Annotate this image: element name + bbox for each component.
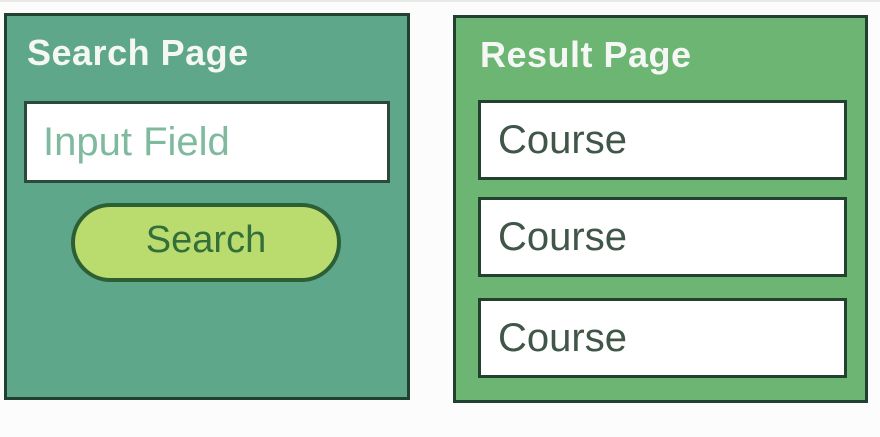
search-page-title: Search Page <box>27 32 249 73</box>
course-result-item[interactable]: Course <box>478 197 847 277</box>
course-result-item[interactable]: Course <box>478 100 847 180</box>
search-button[interactable]: Search <box>71 203 341 282</box>
page-top-edge <box>0 0 880 2</box>
result-page-title: Result Page <box>480 34 692 75</box>
result-page-panel: Result Page Course Course Course <box>453 15 868 403</box>
course-result-item[interactable]: Course <box>478 298 847 378</box>
search-input[interactable] <box>24 101 390 183</box>
search-page-panel: Search Page Search <box>4 13 410 400</box>
